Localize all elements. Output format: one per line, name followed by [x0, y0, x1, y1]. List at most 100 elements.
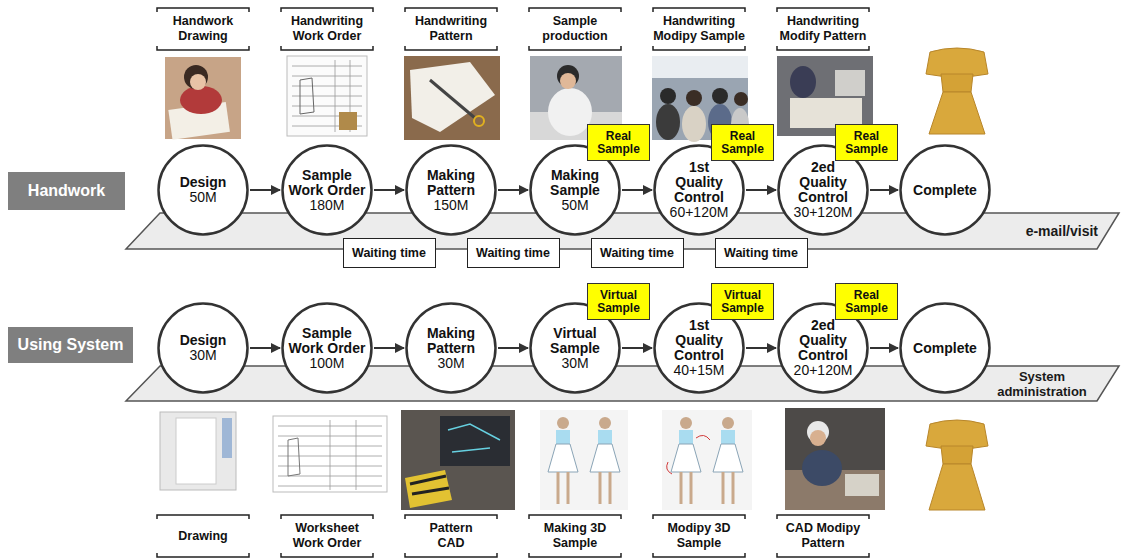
photo-caption: Pattern CAD: [421, 521, 481, 551]
sample-tag: Real Sample: [587, 124, 650, 161]
photo-caption: Handwriting Work Order: [279, 14, 375, 44]
process-circle: Sample Work Order100M: [281, 302, 373, 394]
waiting-time-box: Waiting time: [715, 238, 808, 268]
circle-text: Making Sample50M: [533, 168, 617, 213]
band-text: System administration: [988, 369, 1096, 399]
flow-arrow: [250, 347, 280, 349]
caption-brackets: [157, 8, 869, 557]
waiting-text: Waiting time: [476, 246, 550, 260]
process-circle: Complete: [899, 144, 991, 236]
photo-caption: Modipy 3D Sample: [651, 521, 747, 551]
sample-tag: Real Sample: [835, 283, 898, 320]
flow-arrow: [498, 189, 528, 191]
waiting-time-box: Waiting time: [591, 238, 684, 268]
flow-arrow: [374, 189, 404, 191]
photo-3d-sample: [540, 410, 628, 510]
photo-caption: Worksheet Work Order: [279, 521, 375, 551]
waiting-text: Waiting time: [600, 246, 674, 260]
circle-outline: [159, 304, 248, 393]
step-name: 1st Quality Control: [666, 160, 732, 205]
circle-text: Design50M: [161, 175, 245, 205]
band-text: e-mail/visit: [1026, 223, 1098, 239]
flow-arrow: [870, 347, 898, 349]
photo-caption: Handwriting Modify Pattern: [773, 14, 873, 44]
sample-tag: Virtual Sample: [711, 283, 774, 320]
step-name: Virtual Sample: [533, 326, 617, 356]
step-name: Design: [161, 175, 245, 190]
tag-text: Virtual Sample: [593, 289, 645, 315]
row-label: Handwork: [28, 182, 105, 200]
circle-text: 2ed Quality Control20+120M: [790, 318, 856, 378]
circle-text: 1st Quality Control40+15M: [666, 318, 732, 378]
step-name: Making Pattern: [409, 168, 493, 198]
photo-cad-modify: [785, 408, 885, 510]
photo-3d-modify: [662, 410, 752, 510]
circle-text: Sample Work Order100M: [285, 326, 369, 371]
circle-text: Making Pattern30M: [409, 326, 493, 371]
photo-pattern-cad: [401, 410, 515, 510]
circle-outline: [407, 146, 496, 235]
row-label-box: Using System: [8, 327, 133, 363]
flow-arrow: [746, 347, 776, 349]
process-circle: Making Pattern150M: [405, 144, 497, 236]
step-time: 100M: [285, 356, 369, 371]
tag-text: Real Sample: [717, 130, 769, 156]
flow-arrow: [498, 347, 528, 349]
step-name: Complete: [903, 183, 987, 198]
tag-text: Real Sample: [841, 130, 893, 156]
step-name: 2ed Quality Control: [790, 318, 856, 363]
step-time: 40+15M: [666, 363, 732, 378]
step-name: Design: [161, 333, 245, 348]
step-name: Sample Work Order: [285, 168, 369, 198]
circle-text: Complete: [903, 183, 987, 198]
circle-text: 1st Quality Control60+120M: [666, 160, 732, 220]
step-name: 2ed Quality Control: [790, 160, 856, 205]
circle-text: Making Pattern150M: [409, 168, 493, 213]
dress-photo: [926, 48, 988, 134]
sample-tag: Real Sample: [835, 124, 898, 161]
circle-text: 2ed Quality Control30+120M: [790, 160, 856, 220]
row-label-box: Handwork: [8, 172, 125, 210]
band-outline: [126, 366, 1119, 401]
step-time: 60+120M: [666, 205, 732, 220]
step-time: 30M: [533, 356, 617, 371]
sample-tag: Virtual Sample: [587, 283, 650, 320]
process-circle: Making Pattern30M: [405, 302, 497, 394]
flow-arrow: [622, 347, 652, 349]
tag-text: Real Sample: [593, 130, 645, 156]
step-time: 180M: [285, 198, 369, 213]
tag-text: Real Sample: [841, 289, 893, 315]
step-name: Sample Work Order: [285, 326, 369, 356]
circle-text: Sample Work Order180M: [285, 168, 369, 213]
photo-caption: Handwriting Modipy Sample: [649, 14, 749, 44]
circle-outline: [901, 146, 990, 235]
photo-caption: Handwriting Pattern: [403, 14, 499, 44]
photo-screen-drawing: [160, 412, 236, 490]
circle-text: Design30M: [161, 333, 245, 363]
waiting-time-box: Waiting time: [467, 238, 560, 268]
dress-photo: [926, 420, 988, 510]
waiting-text: Waiting time: [352, 246, 426, 260]
photo-worksheet: [273, 416, 387, 492]
circle-text: Virtual Sample30M: [533, 326, 617, 371]
step-time: 20+120M: [790, 363, 856, 378]
flow-arrow: [622, 189, 652, 191]
flow-arrow: [374, 347, 404, 349]
photo-caption: Making 3D Sample: [527, 521, 623, 551]
photo-caption: Drawing: [155, 521, 251, 551]
step-name: Complete: [903, 341, 987, 356]
step-time: 30M: [161, 348, 245, 363]
row-label: Using System: [18, 336, 124, 354]
process-circle: Design30M: [157, 302, 249, 394]
step-time: 50M: [533, 198, 617, 213]
step-time: 150M: [409, 198, 493, 213]
circle-outline: [283, 304, 372, 393]
step-name: Making Sample: [533, 168, 617, 198]
photo-pattern: [404, 56, 500, 140]
step-name: Making Pattern: [409, 326, 493, 356]
sample-tag: Real Sample: [711, 124, 774, 161]
circle-outline: [407, 304, 496, 393]
process-circle: Complete: [899, 302, 991, 394]
